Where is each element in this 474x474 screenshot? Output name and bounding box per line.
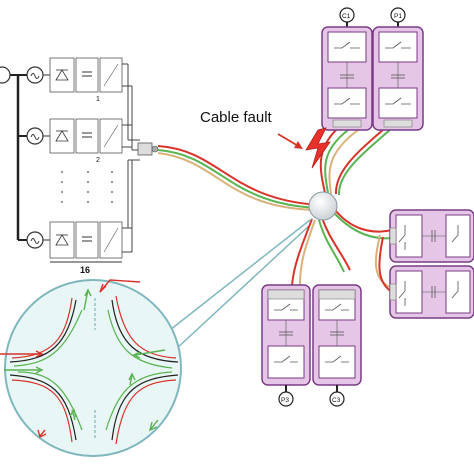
module-right-lower xyxy=(389,265,474,319)
module-c1: C1 xyxy=(321,7,373,131)
detail-circle xyxy=(4,279,182,457)
fault-arrow xyxy=(277,133,303,149)
terminal-p3-label: P3 xyxy=(281,397,289,404)
module-number-2: 2 xyxy=(96,157,100,164)
branch-cable-upper xyxy=(319,127,393,196)
module-count-label: 16 xyxy=(80,265,90,275)
branch-cable-lower xyxy=(291,217,351,286)
module-p1: P1 xyxy=(372,7,424,131)
flow-arrows xyxy=(0,279,166,439)
terminal-c1-label: C1 xyxy=(342,13,351,20)
module-p3: P3 xyxy=(261,284,311,407)
lightning-bolt-icon xyxy=(305,127,331,169)
module-right-upper xyxy=(389,209,474,263)
terminal-c3-label: C3 xyxy=(332,397,341,404)
module-number-1: 1 xyxy=(96,96,100,103)
detail-zoom xyxy=(0,219,311,457)
terminal-c1-icon xyxy=(339,7,355,23)
module-c3: C3 xyxy=(312,284,362,407)
converter-row-16: 16 xyxy=(26,221,132,275)
terminal-p1-icon xyxy=(390,7,406,23)
cable-terminal xyxy=(137,142,153,156)
fault-label: Cable fault xyxy=(200,109,273,126)
branch-cable-right xyxy=(333,209,393,293)
terminal-p1-label: P1 xyxy=(394,13,402,20)
zoom-line-upper xyxy=(169,219,311,331)
ellipsis-dots xyxy=(61,171,113,203)
zoom-line-lower xyxy=(174,224,311,351)
converter-row-1: 1 xyxy=(26,57,132,103)
trunk-cable xyxy=(157,145,321,211)
converter-row-2: 2 xyxy=(26,118,132,164)
converter-bank: 1 2 xyxy=(0,57,159,275)
grid-source-icon xyxy=(0,66,11,84)
cable-hub xyxy=(308,191,338,221)
terminal-p3-icon xyxy=(278,391,294,407)
terminal-c3-icon xyxy=(329,391,345,407)
dc-collector xyxy=(127,64,140,252)
